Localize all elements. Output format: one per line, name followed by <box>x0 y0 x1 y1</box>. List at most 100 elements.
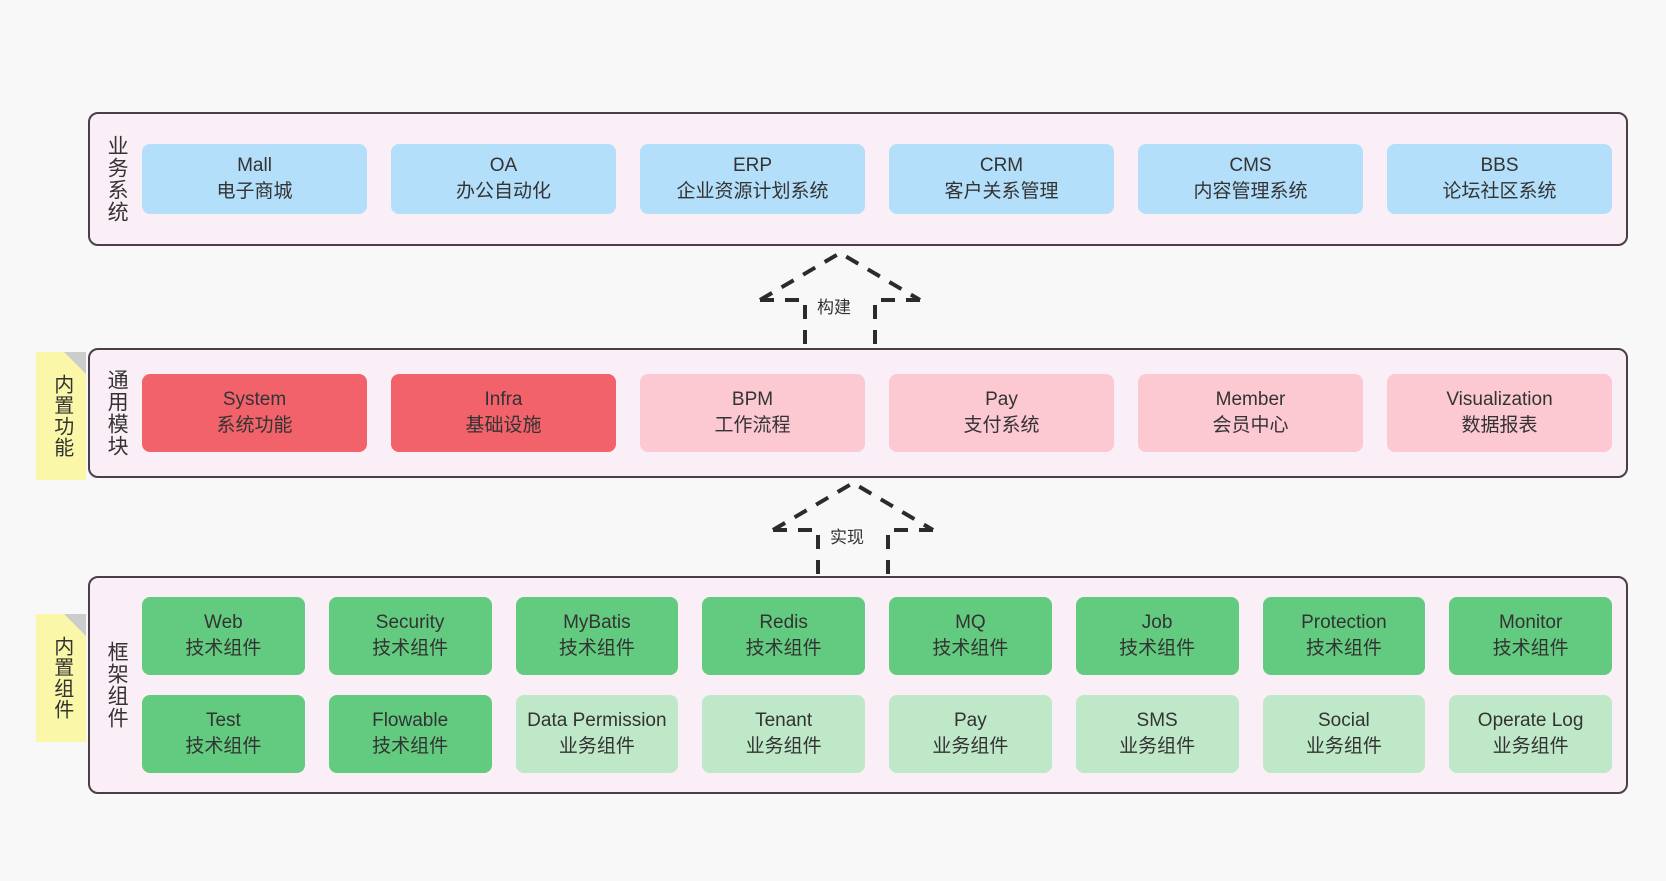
card-pay[interactable]: Pay 支付系统 <box>889 374 1114 452</box>
card-subtitle: 数据报表 <box>1461 415 1538 436</box>
card-subtitle: 技术组件 <box>185 736 262 757</box>
card-social[interactable]: Social 业务组件 <box>1262 695 1426 773</box>
card-subtitle: 会员中心 <box>1212 415 1289 436</box>
dashed-arrow-icon <box>758 250 922 348</box>
card-test[interactable]: Test 技术组件 <box>142 695 305 773</box>
connector-label-implement: 实现 <box>828 522 866 549</box>
card-subtitle: 业务组件 <box>1492 736 1569 757</box>
card-title: Pay <box>954 709 987 731</box>
note-label: 内置功能 <box>50 374 73 458</box>
layer-body-common-module: System 系统功能 Infra 基础设施 BPM 工作流程 Pay 支付系统… <box>142 350 1626 476</box>
card-subtitle: 论坛社区系统 <box>1442 181 1557 202</box>
card-title: CMS <box>1229 154 1272 176</box>
card-bpm[interactable]: BPM 工作流程 <box>640 374 865 452</box>
card-title: Pay <box>985 388 1018 410</box>
card-title: Monitor <box>1498 611 1563 633</box>
card-oa[interactable]: OA 办公自动化 <box>391 144 616 214</box>
card-tenant[interactable]: Tenant 业务组件 <box>702 695 865 773</box>
card-title: Visualization <box>1446 388 1553 410</box>
card-subtitle: 业务组件 <box>932 736 1009 757</box>
card-title: MQ <box>955 611 986 633</box>
card-subtitle: 技术组件 <box>372 736 449 757</box>
card-subtitle: 办公自动化 <box>455 181 551 202</box>
card-operate-log[interactable]: Operate Log 业务组件 <box>1449 695 1612 773</box>
connector-label-build: 构建 <box>815 292 853 319</box>
card-monitor[interactable]: Monitor 技术组件 <box>1449 597 1612 675</box>
note-label: 内置组件 <box>50 636 73 720</box>
note-builtin-component: 内置组件 <box>36 614 86 742</box>
card-title: Tenant <box>755 709 813 731</box>
card-title: Redis <box>759 611 808 633</box>
card-title: Member <box>1215 388 1286 410</box>
card-title: Job <box>1141 611 1173 633</box>
card-system[interactable]: System 系统功能 <box>142 374 367 452</box>
card-subtitle: 电子商城 <box>216 181 293 202</box>
card-title: Security <box>375 611 445 633</box>
card-subtitle: 技术组件 <box>1119 638 1196 659</box>
card-title: Infra <box>484 388 523 410</box>
card-title: MyBatis <box>563 611 631 633</box>
card-subtitle: 业务组件 <box>745 736 822 757</box>
card-erp[interactable]: ERP 企业资源计划系统 <box>640 144 865 214</box>
card-row: Web 技术组件 Security 技术组件 MyBatis 技术组件 Redi… <box>142 597 1612 675</box>
note-builtin-function: 内置功能 <box>36 352 86 480</box>
card-subtitle: 基础设施 <box>465 415 542 436</box>
card-protection[interactable]: Protection 技术组件 <box>1262 597 1426 675</box>
card-subtitle: 技术组件 <box>1492 638 1569 659</box>
card-subtitle: 技术组件 <box>1305 638 1382 659</box>
card-cms[interactable]: CMS 内容管理系统 <box>1138 144 1363 214</box>
card-row: System 系统功能 Infra 基础设施 BPM 工作流程 Pay 支付系统… <box>142 374 1612 452</box>
card-visualization[interactable]: Visualization 数据报表 <box>1387 374 1612 452</box>
card-mall[interactable]: Mall 电子商城 <box>142 144 367 214</box>
card-title: CRM <box>979 154 1024 176</box>
card-title: BBS <box>1480 154 1519 176</box>
card-subtitle: 工作流程 <box>714 415 791 436</box>
card-title: Operate Log <box>1477 709 1584 731</box>
card-mybatis[interactable]: MyBatis 技术组件 <box>515 597 679 675</box>
layer-label-business-system: 业务系统 <box>105 135 129 223</box>
card-title: ERP <box>732 154 773 176</box>
card-title: Mall <box>237 154 272 176</box>
card-subtitle: 技术组件 <box>558 638 635 659</box>
card-subtitle: 业务组件 <box>1305 736 1382 757</box>
card-crm[interactable]: CRM 客户关系管理 <box>889 144 1114 214</box>
card-subtitle: 企业资源计划系统 <box>676 181 829 202</box>
card-sms[interactable]: SMS 业务组件 <box>1075 695 1239 773</box>
card-title: Test <box>205 709 241 731</box>
card-redis[interactable]: Redis 技术组件 <box>702 597 865 675</box>
card-subtitle: 业务组件 <box>1119 736 1196 757</box>
card-row: Mall 电子商城 OA 办公自动化 ERP 企业资源计划系统 CRM 客户关系… <box>142 144 1612 214</box>
page-fold-icon <box>64 352 86 374</box>
card-subtitle: 技术组件 <box>932 638 1009 659</box>
connector-build: 构建 <box>755 248 925 348</box>
card-title: Protection <box>1301 611 1387 633</box>
card-job[interactable]: Job 技术组件 <box>1075 597 1239 675</box>
card-title: Web <box>204 611 243 633</box>
dashed-arrow-icon <box>771 480 935 578</box>
card-pay-business[interactable]: Pay 业务组件 <box>889 695 1052 773</box>
layer-label-common-module: 通用模块 <box>105 369 129 457</box>
card-title: BPM <box>731 388 774 410</box>
card-title: Data Permission <box>527 709 667 731</box>
layer-label-framework-component: 框架组件 <box>105 641 129 729</box>
card-infra[interactable]: Infra 基础设施 <box>391 374 616 452</box>
card-subtitle: 支付系统 <box>963 415 1040 436</box>
connector-implement: 实现 <box>768 478 938 578</box>
card-title: OA <box>489 154 518 176</box>
card-flowable[interactable]: Flowable 技术组件 <box>328 695 492 773</box>
layer-business-system: 业务系统 Mall 电子商城 OA 办公自动化 ERP 企业资源计划系统 CRM… <box>88 112 1628 246</box>
card-security[interactable]: Security 技术组件 <box>328 597 492 675</box>
card-subtitle: 客户关系管理 <box>944 181 1059 202</box>
page-fold-icon <box>64 614 86 636</box>
card-data-permission[interactable]: Data Permission 业务组件 <box>515 695 679 773</box>
card-web[interactable]: Web 技术组件 <box>142 597 305 675</box>
card-title: System <box>222 388 287 410</box>
card-title: SMS <box>1136 709 1178 731</box>
card-subtitle: 技术组件 <box>185 638 262 659</box>
card-mq[interactable]: MQ 技术组件 <box>889 597 1052 675</box>
card-bbs[interactable]: BBS 论坛社区系统 <box>1387 144 1612 214</box>
card-subtitle: 内容管理系统 <box>1193 181 1308 202</box>
layer-common-module: 通用模块 System 系统功能 Infra 基础设施 BPM 工作流程 Pay… <box>88 348 1628 478</box>
card-member[interactable]: Member 会员中心 <box>1138 374 1363 452</box>
layer-body-business-system: Mall 电子商城 OA 办公自动化 ERP 企业资源计划系统 CRM 客户关系… <box>142 114 1626 244</box>
